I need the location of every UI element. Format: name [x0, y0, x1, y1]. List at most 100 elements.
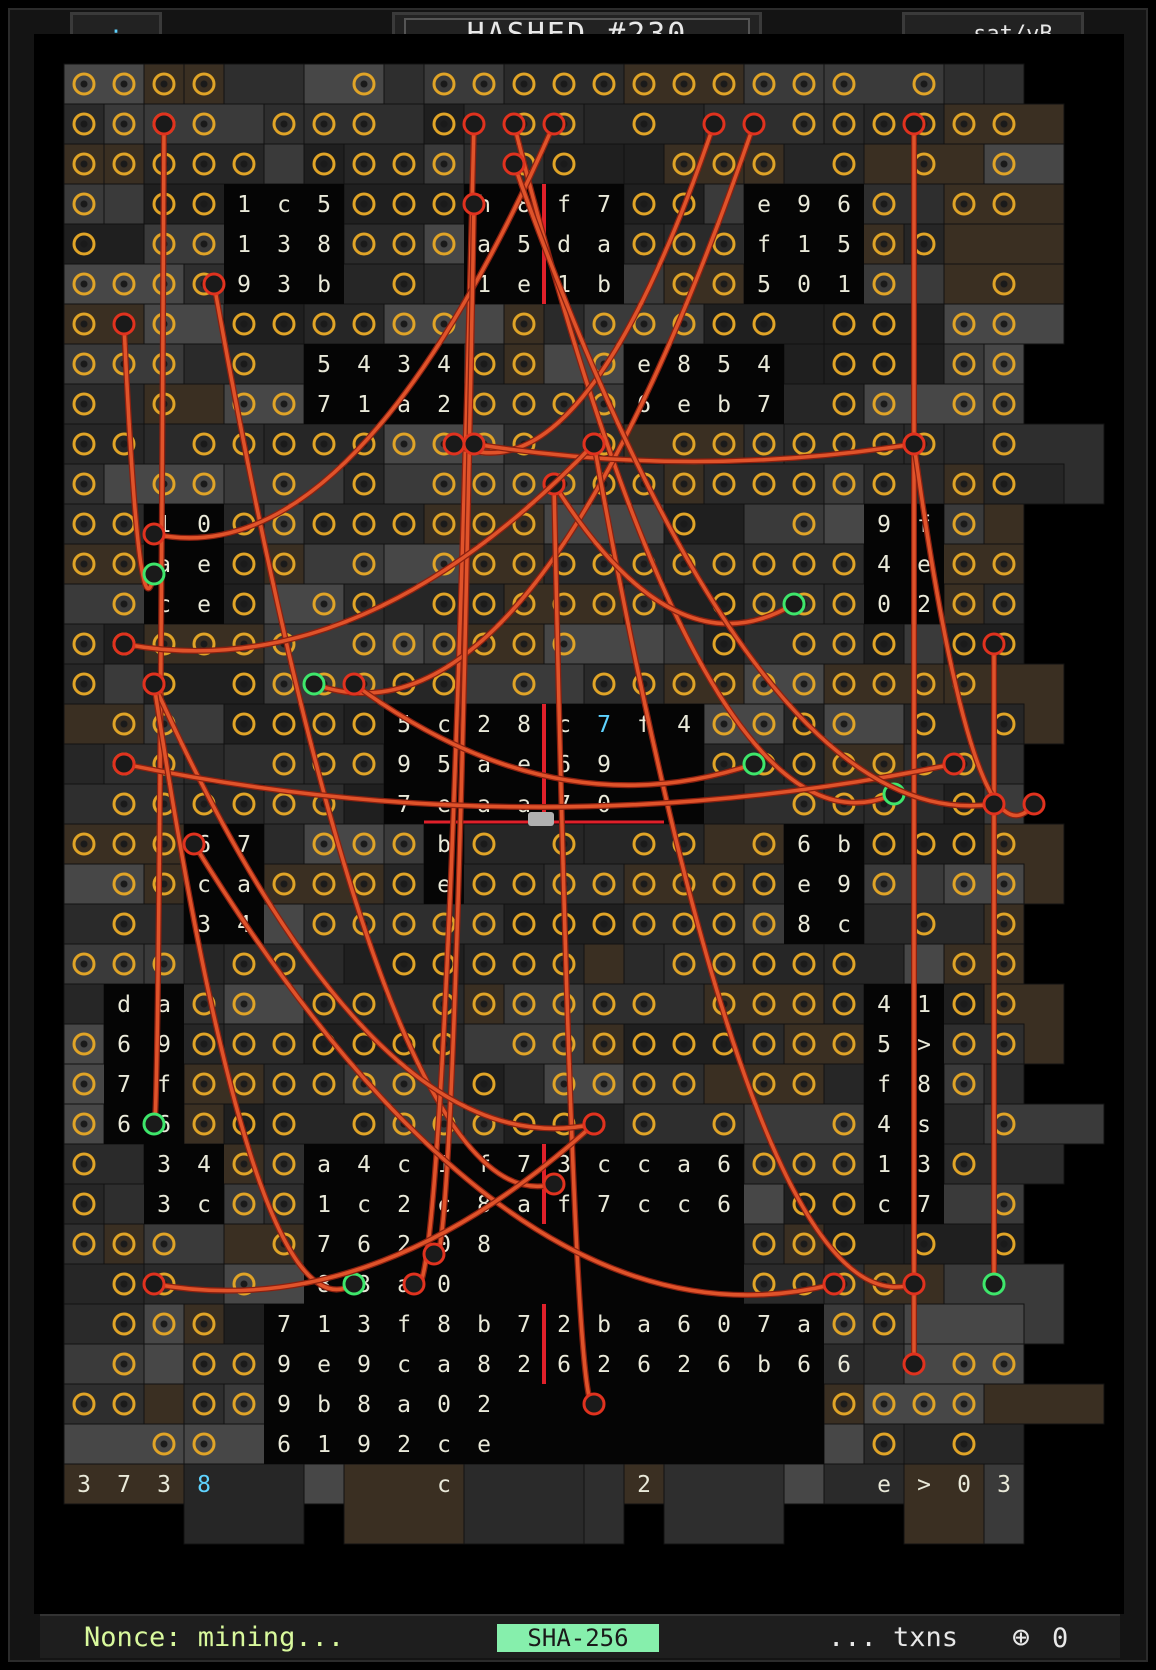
pin-center	[600, 80, 608, 88]
pin-center	[360, 240, 368, 248]
pin	[192, 432, 216, 456]
pin	[592, 672, 616, 696]
wire-endpoint	[782, 592, 806, 616]
pin-center	[960, 600, 968, 608]
pin-center	[400, 520, 408, 528]
circuit-board: 1c513893bh8f7a5da1e1be96f15501543471a2e8…	[34, 34, 1124, 1614]
board-tile	[343, 223, 425, 265]
pin-center	[320, 760, 328, 768]
pin	[152, 72, 176, 96]
pin-center	[840, 720, 848, 728]
pin	[792, 1072, 816, 1096]
pin	[552, 72, 576, 96]
pin	[112, 872, 136, 896]
pin	[832, 1032, 856, 1056]
wire-endpoint	[342, 1272, 366, 1296]
pin-center	[80, 560, 88, 568]
chip-digit: e	[917, 552, 931, 578]
pin	[632, 72, 656, 96]
pin-center	[840, 120, 848, 128]
pin-center	[400, 320, 408, 328]
chip-digit: 3	[197, 912, 211, 938]
pin-center	[760, 720, 768, 728]
pin	[872, 1312, 896, 1336]
pin-center	[920, 1400, 928, 1408]
chip-digit: b	[597, 272, 611, 298]
chip-digit: 2	[477, 1392, 491, 1418]
pin	[72, 112, 96, 136]
pin	[672, 1032, 696, 1056]
pin	[592, 912, 616, 936]
pin	[352, 312, 376, 336]
chip-digit: c	[397, 1352, 411, 1378]
pin	[592, 992, 616, 1016]
board-tile	[63, 383, 145, 425]
pin-center	[880, 320, 888, 328]
pin-center	[800, 1240, 808, 1248]
chip-digit: 3	[277, 232, 291, 258]
pin	[952, 112, 976, 136]
pin	[952, 632, 976, 656]
pin-center	[360, 160, 368, 168]
chip-digit: b	[477, 1312, 491, 1338]
pin-center	[480, 600, 488, 608]
pin-center	[400, 1080, 408, 1088]
pin-center	[80, 280, 88, 288]
pin-center	[880, 1320, 888, 1328]
pin-center	[440, 560, 448, 568]
board-svg[interactable]: 1c513893bh8f7a5da1e1be96f15501543471a2e8…	[34, 34, 1124, 1614]
pin	[832, 1112, 856, 1136]
pin	[832, 1232, 856, 1256]
chip-digit: 9	[237, 272, 251, 298]
pin	[992, 1352, 1016, 1376]
pin-center	[800, 120, 808, 128]
pin	[872, 312, 896, 336]
pin-center	[480, 960, 488, 968]
chip-digit: e	[637, 352, 651, 378]
chip-digit: a	[637, 1312, 651, 1338]
pin	[192, 1392, 216, 1416]
board-tile	[383, 63, 425, 105]
pin-center	[640, 200, 648, 208]
board-tile	[63, 743, 105, 785]
pin-center	[760, 560, 768, 568]
pin	[272, 392, 296, 416]
pin-center	[1000, 160, 1008, 168]
pin-center	[440, 920, 448, 928]
chip-digit: >	[917, 1032, 931, 1058]
chip-digit: 6	[837, 192, 851, 218]
chip-digit: 4	[357, 1152, 371, 1178]
pin-center	[800, 680, 808, 688]
pin-center	[280, 1160, 288, 1168]
pin-center	[720, 1120, 728, 1128]
wire-endpoint	[542, 1172, 566, 1196]
circle-plus-icon[interactable]: ⊕	[1012, 1620, 1031, 1655]
pin-center	[1000, 560, 1008, 568]
pin-center	[520, 640, 528, 648]
pin-center	[480, 880, 488, 888]
board-tile	[463, 1463, 585, 1545]
pin	[112, 792, 136, 816]
chip-digit: d	[557, 232, 571, 258]
pin	[232, 672, 256, 696]
pin	[352, 232, 376, 256]
pin-center	[560, 160, 568, 168]
pin	[352, 72, 376, 96]
pin	[472, 512, 496, 536]
pin	[352, 832, 376, 856]
pin	[792, 1232, 816, 1256]
pin-center	[960, 1360, 968, 1368]
pin-center	[80, 1160, 88, 1168]
pin	[752, 1072, 776, 1096]
pin	[192, 192, 216, 216]
pin-center	[360, 760, 368, 768]
wire	[592, 442, 916, 1289]
pin-center	[80, 640, 88, 648]
pin-center	[840, 1400, 848, 1408]
pin-center	[200, 1040, 208, 1048]
pin-center	[880, 840, 888, 848]
chip-digit: b	[437, 832, 451, 858]
chip	[744, 184, 864, 304]
pin	[312, 712, 336, 736]
pin-center	[840, 1120, 848, 1128]
